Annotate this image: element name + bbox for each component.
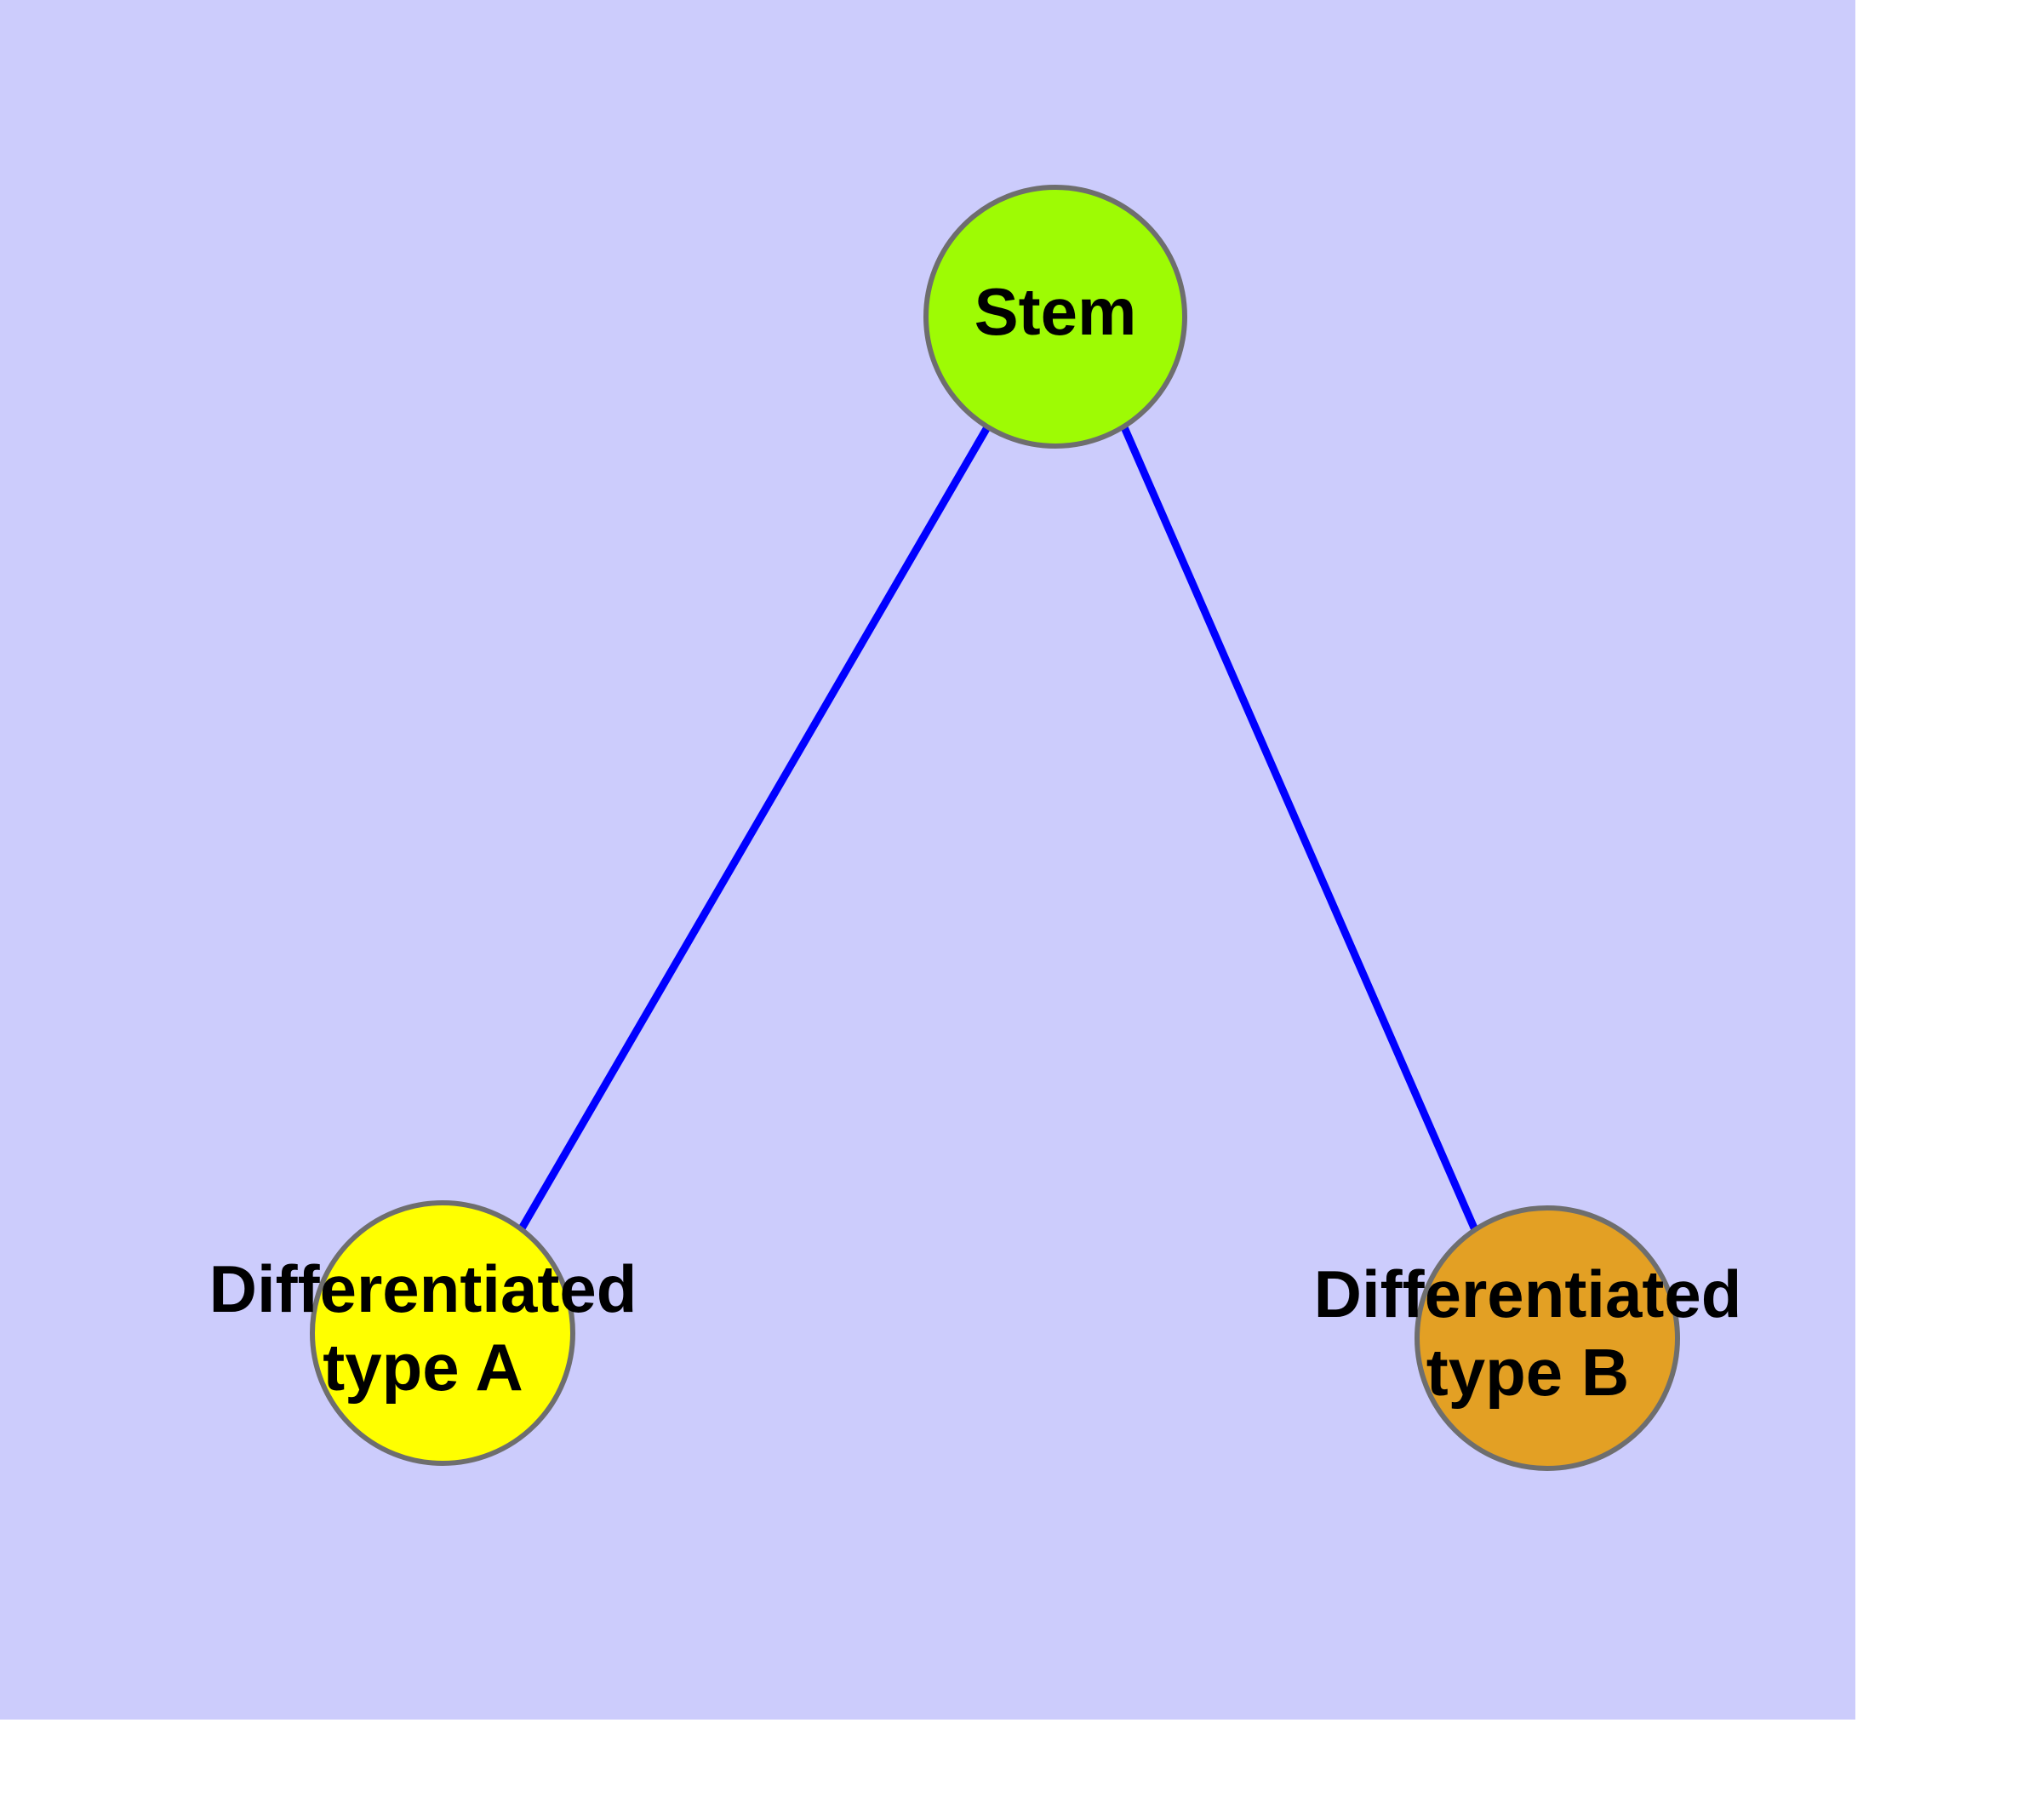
node-label-line: Differentiated	[209, 1251, 637, 1326]
node-label-line: Differentiated	[1314, 1256, 1742, 1331]
graph-node-stem[interactable]: Stem	[923, 185, 1187, 449]
node-circle-stem[interactable]	[923, 185, 1187, 449]
graph-edge-stem-to-diff-b[interactable]	[1120, 426, 1480, 1233]
graph-edge-stem-to-diff-a[interactable]	[518, 425, 991, 1231]
edges-layer	[518, 425, 1480, 1233]
node-circle-diff-a[interactable]	[310, 1200, 575, 1466]
node-label-line: type A	[323, 1330, 523, 1405]
node-label-line: type B	[1426, 1335, 1629, 1410]
node-circle-diff-b[interactable]	[1415, 1205, 1680, 1471]
node-label-stem: Stem	[974, 274, 1137, 349]
node-label-line: Stem	[974, 274, 1137, 349]
